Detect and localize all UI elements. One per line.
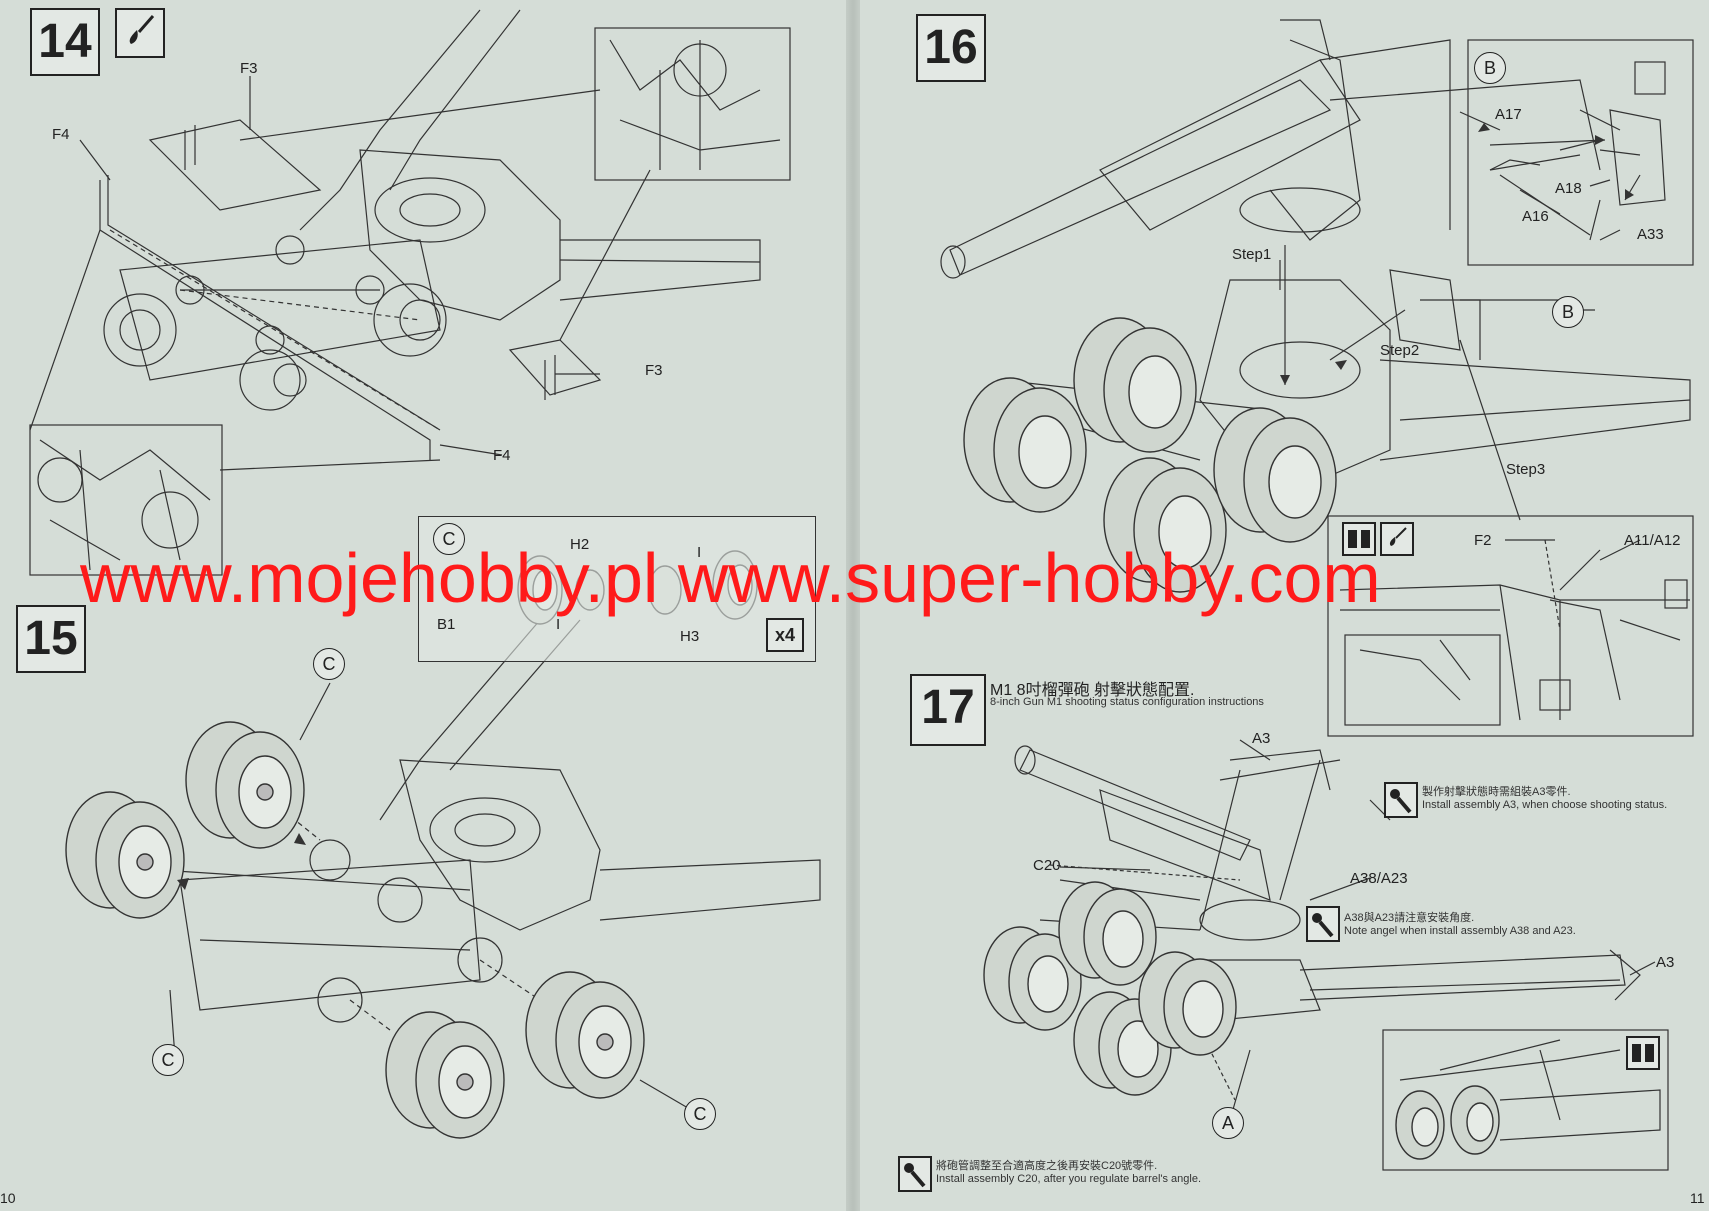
label-f2: F2: [1474, 532, 1492, 549]
step-17-number: 17: [910, 674, 986, 746]
step15-callout-c-left: C: [152, 1044, 184, 1076]
page-gutter: [846, 0, 860, 1211]
label-h2: H2: [570, 536, 590, 553]
step14-detail-inset-bottom: [29, 424, 223, 576]
step14-detail-inset-top: [594, 27, 791, 181]
watermark-text: www.mojehobby.pl www.super-hobby.com: [80, 539, 1381, 617]
cement-icon-step17: [1626, 1036, 1660, 1070]
step15-callout-c-right: C: [684, 1098, 716, 1130]
label-f3-bottom: F3: [645, 362, 663, 379]
subassembly-c-panel: [418, 516, 816, 662]
label-a3-top: A3: [1252, 730, 1271, 747]
label-step2: Step2: [1380, 342, 1420, 359]
step-16-number: 16: [916, 14, 986, 82]
note-a3-en: Install assembly A3, when choose shootin…: [1422, 799, 1668, 811]
label-c20: C20: [1033, 857, 1061, 874]
note-a3-cn: 製作射擊狀態時需組裝A3零件.: [1422, 786, 1571, 798]
note-a38-en: Note angel when install assembly A38 and…: [1344, 925, 1576, 937]
subassembly-c-circle: C: [433, 523, 465, 555]
page-number-right: 11: [1690, 1190, 1705, 1206]
glue-icon: [115, 8, 165, 58]
inset-b-circle: B: [1474, 52, 1506, 84]
label-step1: Step1: [1232, 246, 1272, 263]
label-step3: Step3: [1506, 461, 1546, 478]
step17-wheels: [983, 881, 1500, 1160]
step15-callout-c-top: C: [313, 648, 345, 680]
label-a38-a23: A38/A23: [1350, 870, 1408, 887]
glue-icon-step16: [1380, 522, 1414, 556]
step16-wheels: [963, 317, 1337, 593]
label-b1: B1: [437, 616, 456, 633]
step14-chassis-drawing: [29, 9, 761, 471]
step15-wheel-bottom: [385, 1011, 505, 1139]
step16-inset-b-box: [1467, 39, 1694, 266]
label-a16: A16: [1522, 208, 1549, 225]
step-15-number: 15: [16, 605, 86, 673]
step15-wheel-right: [525, 971, 645, 1099]
step16-inset-step3-box: [1327, 515, 1694, 737]
attention-icon-a3: [1384, 782, 1418, 818]
label-f3-top: F3: [240, 60, 258, 77]
label-f4-bottom: F4: [493, 447, 511, 464]
step-14-number: 14: [30, 8, 100, 76]
step17-inset-box: [1382, 1029, 1669, 1171]
label-f4-top: F4: [52, 126, 70, 143]
attention-icon-c20: [898, 1156, 932, 1192]
step16-callout-b: B: [1552, 296, 1584, 328]
step17-title-cn: M1 8吋榴彈砲 射擊狀態配置.: [990, 682, 1195, 699]
attention-icon-a38: [1306, 906, 1340, 942]
step17-callout-a: A: [1212, 1107, 1244, 1139]
label-h3: H3: [680, 628, 700, 645]
step17-title-en: 8-inch Gun M1 shooting status configurat…: [990, 696, 1264, 708]
label-i-bottom: I: [556, 616, 561, 633]
note-c20-en: Install assembly C20, after you regulate…: [936, 1173, 1202, 1185]
label-a11-a12: A11/A12: [1624, 532, 1681, 549]
note-a38-cn: A38與A23請注意安裝角度.: [1344, 912, 1475, 924]
step15-wheel-top: [185, 721, 305, 849]
step15-chassis-drawing: [149, 619, 821, 1031]
wheel-assemblies: [65, 317, 1500, 1160]
cement-icon: [1342, 522, 1376, 556]
step15-wheel-left: [65, 791, 185, 919]
quantity-x4-badge: x4: [766, 618, 804, 652]
label-a18: A18: [1555, 180, 1582, 197]
label-i-top: I: [697, 544, 702, 561]
page-number-left: 10: [0, 1190, 16, 1206]
label-a33: A33: [1637, 226, 1664, 243]
note-c20-cn: 將砲管調整至合適高度之後再安裝C20號零件.: [936, 1160, 1158, 1172]
label-a17: A17: [1495, 106, 1522, 123]
label-a3-right: A3: [1656, 954, 1675, 971]
